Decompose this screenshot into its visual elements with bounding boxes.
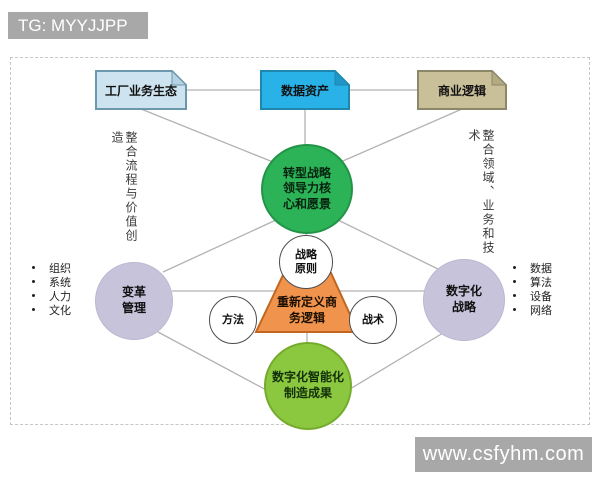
change-management-circle: 变革管理 xyxy=(95,262,173,340)
redefine-trapezoid-label: 重新定义商务逻辑 xyxy=(276,294,337,325)
outcome-circle: 数字化智能化制造成果 xyxy=(264,342,352,430)
list-item-label: 人力 xyxy=(49,290,71,303)
bullet-icon xyxy=(513,280,516,283)
list-item: 组织 xyxy=(32,261,71,275)
method-circle-label: 方法 xyxy=(222,313,244,326)
list-item-label: 文化 xyxy=(49,304,71,317)
tag-watermark: TG: MYYJJPP xyxy=(8,12,148,39)
digital-strategy-circle: 数字化战略 xyxy=(423,259,505,341)
outcome-circle-label: 数字化智能化制造成果 xyxy=(271,370,344,400)
data-asset-box-shape xyxy=(260,69,351,110)
method-circle: 方法 xyxy=(209,296,257,344)
list-item: 人力 xyxy=(32,289,71,303)
bullet-icon xyxy=(513,308,516,311)
digital-strategy-label: 数字化战略 xyxy=(445,284,482,314)
vision-circle: 转型战略领导力核心和愿景 xyxy=(261,144,353,234)
tactics-circle: 战术 xyxy=(349,296,397,344)
list-item-label: 设备 xyxy=(530,290,552,303)
tactics-circle-label: 战术 xyxy=(362,313,384,326)
bullet-icon xyxy=(513,266,516,269)
list-item-label: 组织 xyxy=(49,262,71,275)
bullet-icon xyxy=(32,294,35,297)
principle-circle-label: 战略原则 xyxy=(295,248,317,275)
list-item: 算法 xyxy=(513,275,552,289)
list-item-label: 算法 xyxy=(530,276,552,289)
bullet-icon xyxy=(32,308,35,311)
vision-circle-label: 转型战略领导力核心和愿景 xyxy=(282,165,331,211)
list-item: 设备 xyxy=(513,289,552,303)
factory-box-label: 工厂业务生态 xyxy=(104,83,177,98)
bullet-icon xyxy=(513,294,516,297)
bullet-icon xyxy=(32,266,35,269)
list-item-label: 系统 xyxy=(49,276,71,289)
left-side-note: 整合流程与价值创造 xyxy=(110,131,138,243)
right-side-note: 整合领域、业务和技术 xyxy=(467,129,495,255)
list-item: 数据 xyxy=(513,261,552,275)
list-item-label: 网络 xyxy=(530,304,552,317)
bullet-icon xyxy=(32,280,35,283)
principle-circle: 战略原则 xyxy=(279,235,333,289)
factory-box-shape xyxy=(95,69,188,110)
list-item-label: 数据 xyxy=(530,262,552,275)
list-item: 文化 xyxy=(32,303,71,317)
left-bullet-list: 组织 系统 人力 文化 xyxy=(32,261,71,317)
change-management-label: 变革管理 xyxy=(121,285,146,315)
business-logic-box-shape xyxy=(417,69,508,110)
list-item: 系统 xyxy=(32,275,71,289)
data-asset-box-label: 数据资产 xyxy=(280,83,329,98)
site-watermark: www.csfyhm.com xyxy=(415,437,592,472)
right-bullet-list: 数据 算法 设备 网络 xyxy=(513,261,552,317)
business-logic-box-label: 商业逻辑 xyxy=(437,83,486,98)
list-item: 网络 xyxy=(513,303,552,317)
